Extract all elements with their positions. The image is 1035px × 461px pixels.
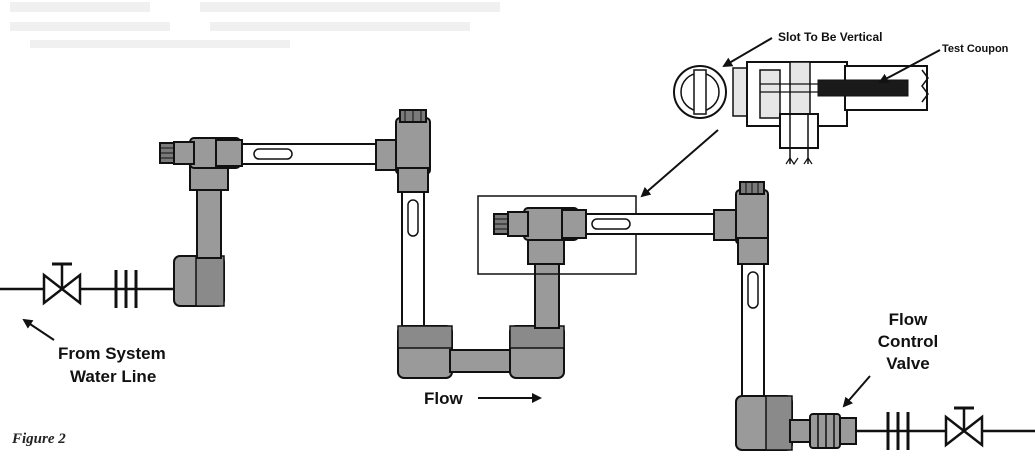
vertical-clear-pipe-1 (401, 191, 425, 329)
inlet-union-icon (114, 270, 138, 308)
riser-pipe-2 (534, 261, 560, 329)
tee-fitting-4 (713, 181, 769, 265)
inlet-gate-valve-icon (42, 262, 82, 306)
inlet-pointer-arrow (22, 318, 55, 341)
coupon-pipe-1 (241, 143, 379, 165)
flow-control-label-line2: Control (878, 332, 938, 351)
test-coupon-label: Test Coupon (942, 43, 1009, 55)
slot-pointer-arrow (722, 37, 773, 68)
outlet-union-icon (886, 412, 910, 450)
flow-control-label-line3: Valve (886, 354, 930, 373)
bottom-right-elbow (509, 325, 565, 379)
outlet-elbow (735, 395, 793, 451)
test-coupon-bar (817, 79, 909, 97)
tee-fitting-1 (159, 137, 243, 191)
inlet-elbow (173, 255, 225, 307)
flow-control-label-line1: Flow (889, 310, 928, 329)
coupon-pointer-arrow (878, 49, 941, 83)
pointer-arrows (22, 37, 941, 408)
coupon-pipe-2 (585, 213, 717, 235)
outlet-gate-valve-icon (944, 406, 984, 448)
slot-label: Slot To Be Vertical (778, 30, 882, 44)
riser-pipe-1 (196, 185, 222, 259)
coupon-holder-detail (732, 61, 929, 166)
figure-caption: Figure 2 (11, 431, 66, 447)
bottom-left-elbow (397, 325, 453, 379)
from-system-label-line2: Water Line (70, 367, 156, 386)
tee-fitting-2 (375, 109, 431, 193)
faded-header-remnant (10, 2, 500, 48)
slot-orientation-view (673, 65, 727, 119)
bottom-pipe (449, 349, 513, 373)
from-system-label-line1: From System (58, 344, 166, 363)
flow-control-valve-icon (809, 413, 857, 449)
outlet-pipe (789, 419, 813, 443)
vertical-clear-pipe-2 (741, 263, 765, 399)
flow-label: Flow (424, 389, 463, 408)
valve-pointer-arrow (842, 375, 871, 408)
detail-pointer-arrow (640, 129, 719, 198)
tee-fitting-3 (493, 207, 587, 265)
